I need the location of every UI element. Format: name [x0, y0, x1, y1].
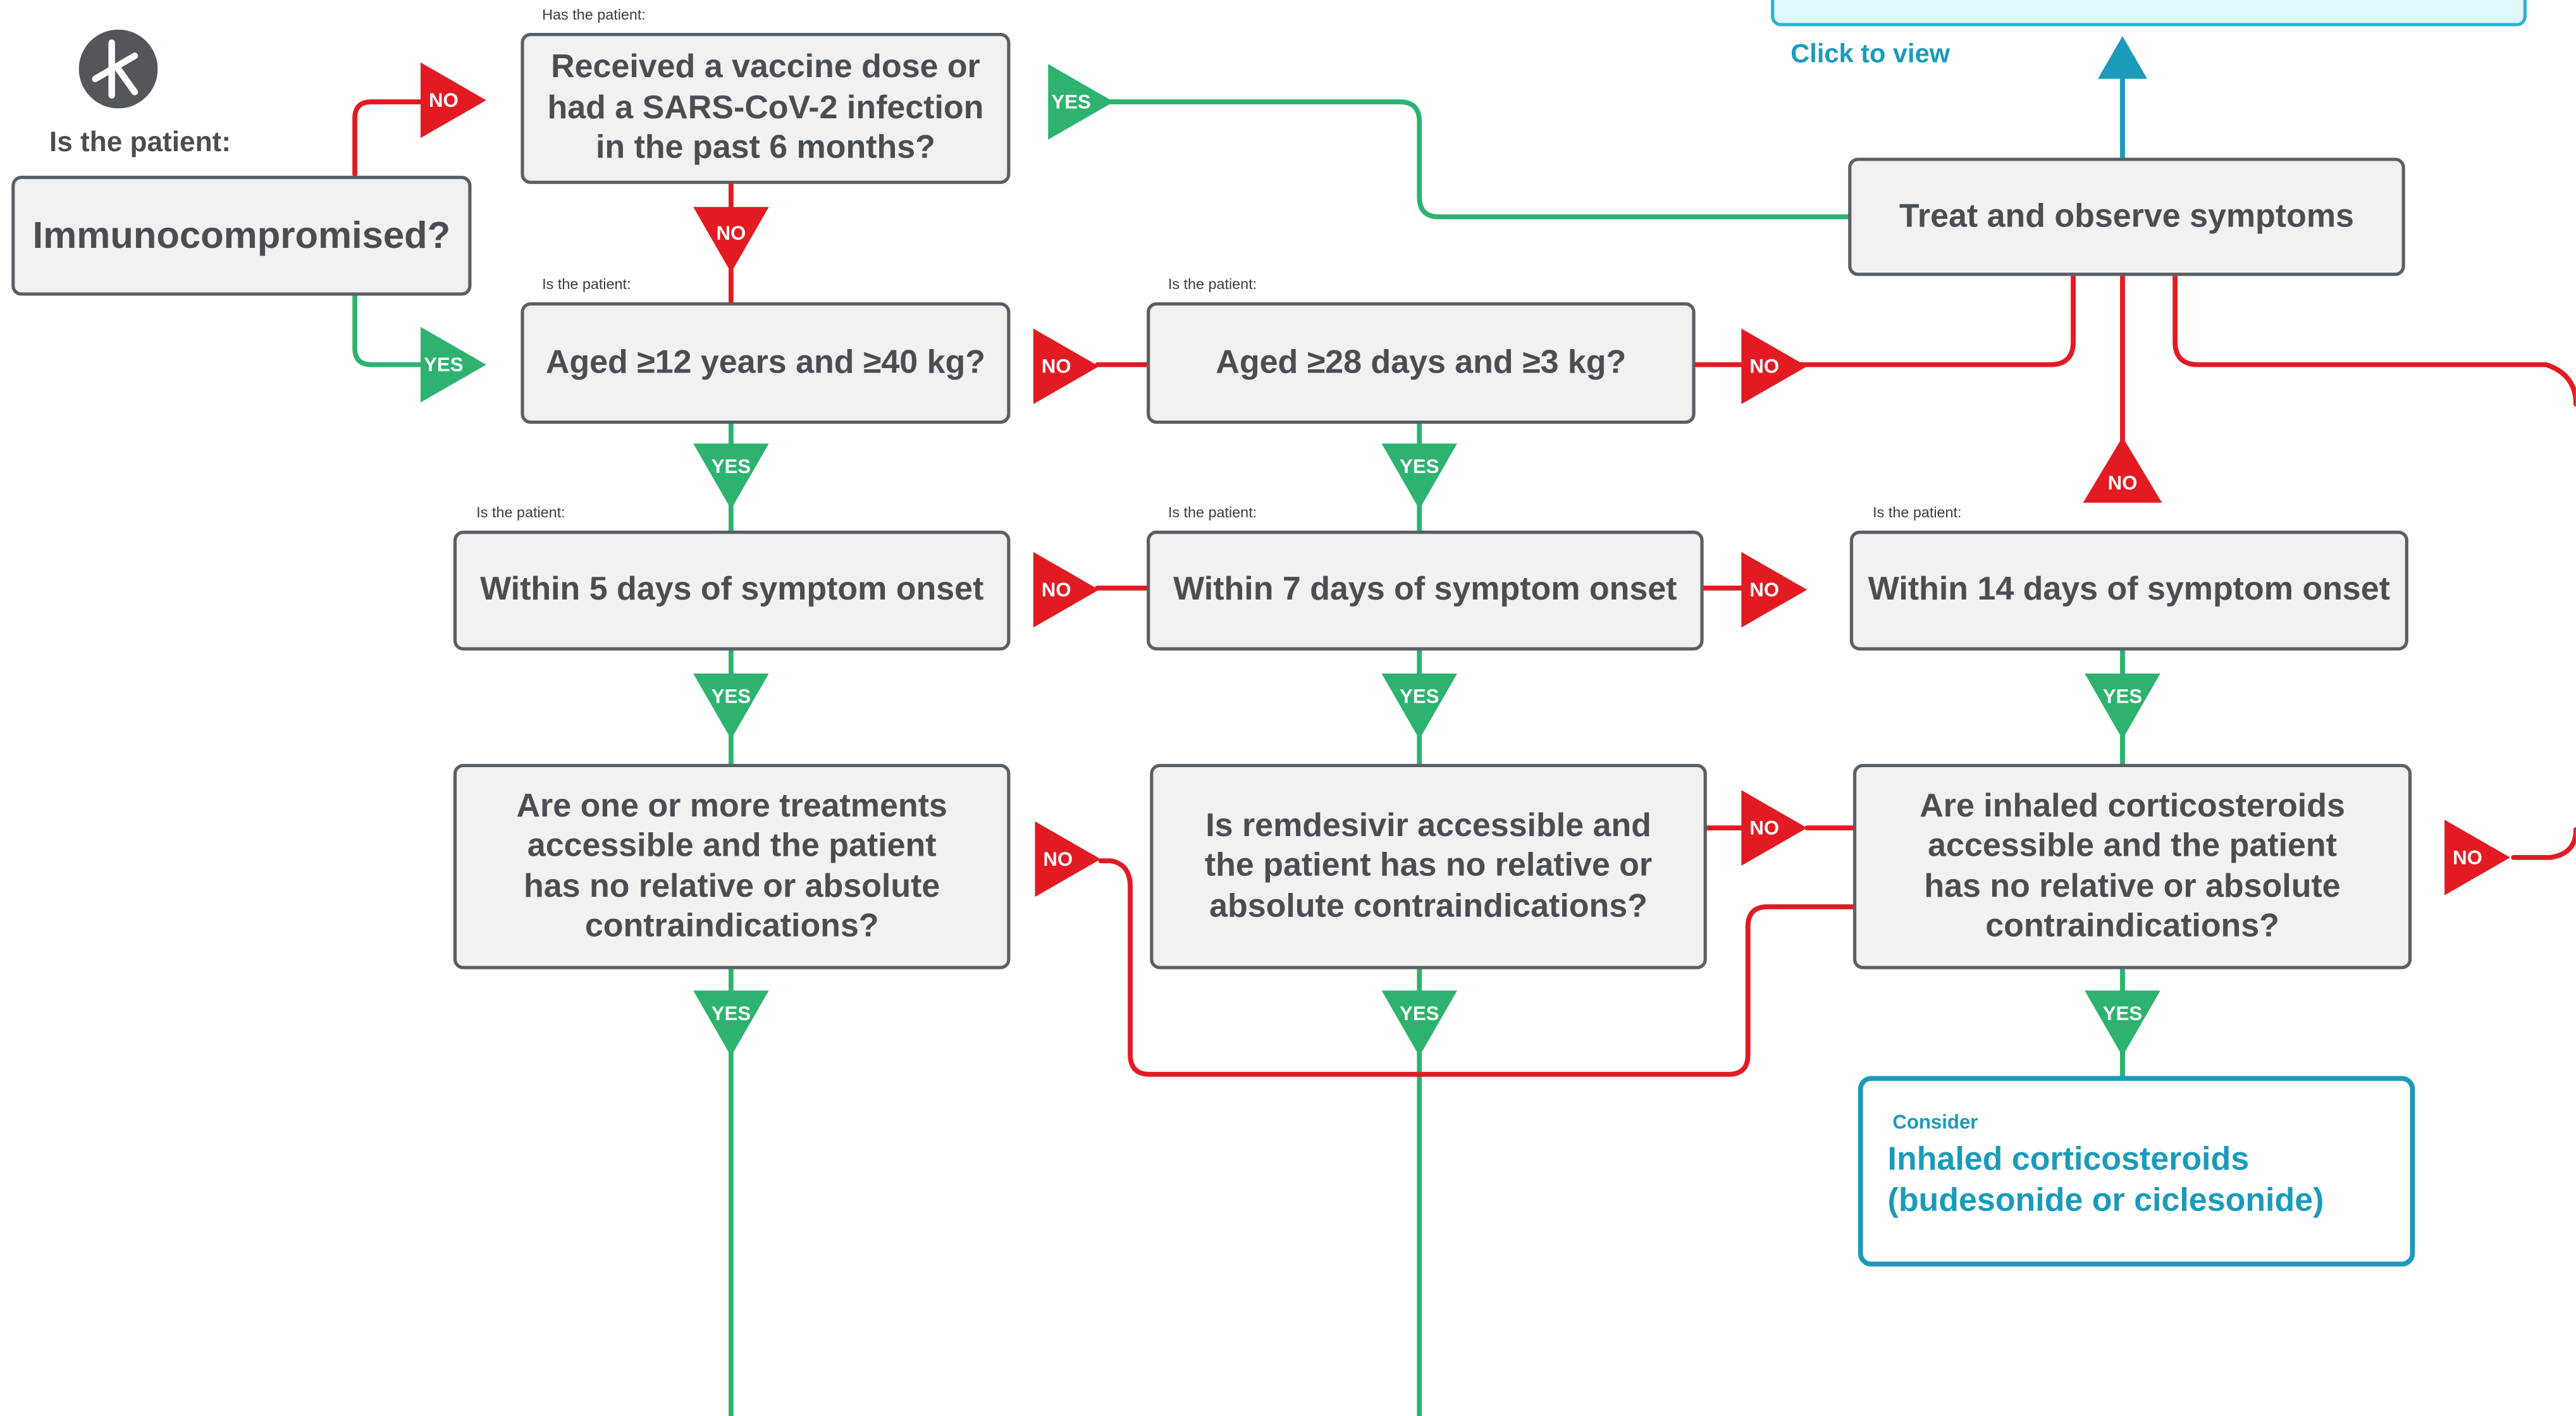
- node-treat-observe-text: Treat and observe symptoms: [1899, 198, 2354, 235]
- path-treat-right: [2172, 273, 2576, 407]
- node-within-7-text: Within 7 days of symptom onset: [1173, 572, 1677, 608]
- node-immunocompromised[interactable]: Immunocompromised?: [11, 175, 472, 296]
- path-immuno-no: [352, 99, 433, 177]
- has-the-patient-label: Has the patient:: [542, 6, 646, 23]
- node-vaccine-infection[interactable]: Received a vaccine dose or had a SARS-Co…: [521, 32, 1011, 184]
- within14-qlabel: Is the patient:: [1873, 504, 1962, 521]
- node-vaccine-line-1: Received a vaccine dose or: [551, 49, 980, 86]
- node-corticosteroids-accessible[interactable]: Are inhaled corticosteroids accessible a…: [1852, 763, 2412, 970]
- node-corticosteroids-line-2: accessible and the patient: [1928, 828, 2337, 865]
- svg-text:NO: NO: [2453, 846, 2482, 868]
- node-remdesivir-line-3: absolute contraindications?: [1209, 888, 1648, 925]
- node-treat-observe[interactable]: Treat and observe symptoms: [1848, 157, 2405, 276]
- consider-line-2: (budesonide or ciclesonide): [1887, 1181, 2324, 1219]
- node-treatments-accessible[interactable]: Are one or more treatments accessible an…: [453, 763, 1011, 970]
- node-aged-28-text: Aged ≥28 days and ≥3 kg?: [1216, 344, 1627, 381]
- node-treatments-line-1: Are one or more treatments: [516, 787, 947, 824]
- svg-text:YES: YES: [712, 1002, 751, 1025]
- node-aged-12-text: Aged ≥12 years and ≥40 kg?: [545, 344, 986, 381]
- svg-text:YES: YES: [2103, 686, 2142, 708]
- svg-text:YES: YES: [1400, 1002, 1439, 1025]
- no-badge: NO: [2083, 436, 2162, 503]
- node-aged-28[interactable]: Aged ≥28 days and ≥3 kg?: [1147, 302, 1696, 424]
- node-treatments-line-2: accessible and the patient: [527, 828, 937, 865]
- no-badge: NO: [1741, 551, 1808, 628]
- no-badge: NO: [1033, 551, 1099, 628]
- svg-text:NO: NO: [1749, 817, 1779, 839]
- node-within-5[interactable]: Within 5 days of symptom onset: [453, 530, 1011, 651]
- yes-badge: YES: [693, 443, 769, 510]
- svg-text:YES: YES: [712, 455, 751, 477]
- node-treatments-line-4: contraindications?: [584, 908, 879, 945]
- yes-badge: YES: [2085, 673, 2160, 739]
- aged28-qlabel: Is the patient:: [1168, 276, 1257, 293]
- consider-title: Inhaled corticosteroids (budesonide or c…: [1888, 1140, 2324, 1221]
- no-badge: NO: [693, 207, 769, 273]
- no-badge: NO: [1035, 821, 1101, 897]
- svg-text:NO: NO: [1042, 355, 1071, 378]
- yes-badge: YES: [1048, 64, 1114, 140]
- svg-text:NO: NO: [429, 89, 459, 111]
- node-within-14[interactable]: Within 14 days of symptom onset: [1849, 530, 2408, 651]
- path-treatments-no: [1098, 858, 1856, 1077]
- node-consider-corticosteroids[interactable]: Consider Inhaled corticosteroids (budeso…: [1858, 1076, 2415, 1267]
- path-vaccine-yes: [1108, 99, 1852, 219]
- yes-badge: YES: [1381, 673, 1457, 739]
- yes-badge: YES: [1381, 443, 1457, 510]
- svg-text:NO: NO: [717, 222, 746, 244]
- svg-text:YES: YES: [2103, 1002, 2142, 1025]
- node-within-5-text: Within 5 days of symptom onset: [480, 572, 984, 608]
- is-the-patient-label: Is the patient:: [49, 126, 231, 158]
- node-corticosteroids-line-4: contraindications?: [1985, 908, 2279, 945]
- node-remdesivir-accessible[interactable]: Is remdesivir accessible and the patient…: [1150, 763, 1707, 970]
- top-link-panel[interactable]: [1771, 0, 2527, 27]
- node-aged-12[interactable]: Aged ≥12 years and ≥40 kg?: [521, 302, 1011, 424]
- node-immunocompromised-text: Immunocompromised?: [32, 214, 451, 257]
- node-within-7[interactable]: Within 7 days of symptom onset: [1147, 530, 1704, 651]
- svg-text:NO: NO: [1749, 579, 1779, 601]
- path-immuno-yes: [352, 293, 433, 367]
- node-corticosteroids-line-1: Are inhaled corticosteroids: [1920, 787, 2345, 824]
- svg-text:NO: NO: [1749, 355, 1779, 378]
- svg-text:NO: NO: [1042, 579, 1071, 601]
- svg-text:YES: YES: [1400, 455, 1439, 477]
- within5-qlabel: Is the patient:: [476, 504, 565, 521]
- arrow-up-icon: [2098, 36, 2147, 79]
- no-badge: NO: [420, 62, 486, 139]
- aged12-qlabel: Is the patient:: [542, 276, 631, 293]
- consider-kicker: Consider: [1892, 1110, 1978, 1134]
- svg-text:YES: YES: [424, 354, 463, 376]
- yes-badge: YES: [2085, 990, 2160, 1057]
- no-badge: NO: [2444, 820, 2510, 896]
- no-badge: NO: [1741, 328, 1808, 404]
- no-badge: NO: [1741, 790, 1808, 866]
- svg-text:NO: NO: [1043, 848, 1073, 870]
- node-remdesivir-line-2: the patient has no relative or: [1204, 847, 1653, 885]
- yes-badge: YES: [693, 990, 769, 1057]
- svg-text:YES: YES: [1400, 686, 1439, 708]
- no-badge: NO: [1033, 328, 1099, 404]
- yes-badge: YES: [420, 326, 486, 403]
- node-vaccine-line-2: had a SARS-CoV-2 infection: [547, 90, 984, 126]
- node-treatments-line-3: has no relative or absolute: [524, 868, 940, 904]
- yes-badge: YES: [693, 673, 769, 739]
- path-aged28-no-right: [1692, 273, 2076, 367]
- svg-text:YES: YES: [1051, 90, 1090, 113]
- node-corticosteroids-line-3: has no relative or absolute: [1924, 868, 2341, 904]
- node-remdesivir-line-1: Is remdesivir accessible and: [1205, 808, 1651, 844]
- path-corticosteroids-no: [2511, 827, 2576, 860]
- node-within-14-text: Within 14 days of symptom onset: [1868, 572, 2390, 608]
- within7-qlabel: Is the patient:: [1168, 504, 1257, 521]
- yes-badge: YES: [1381, 990, 1457, 1057]
- click-to-view-link[interactable]: Click to view: [1790, 40, 1950, 70]
- logo-icon: [78, 29, 158, 109]
- svg-text:NO: NO: [2108, 472, 2138, 494]
- consider-line-1: Inhaled corticosteroids: [1887, 1142, 2250, 1178]
- node-vaccine-line-3: in the past 6 months?: [595, 130, 935, 166]
- svg-text:YES: YES: [712, 686, 751, 708]
